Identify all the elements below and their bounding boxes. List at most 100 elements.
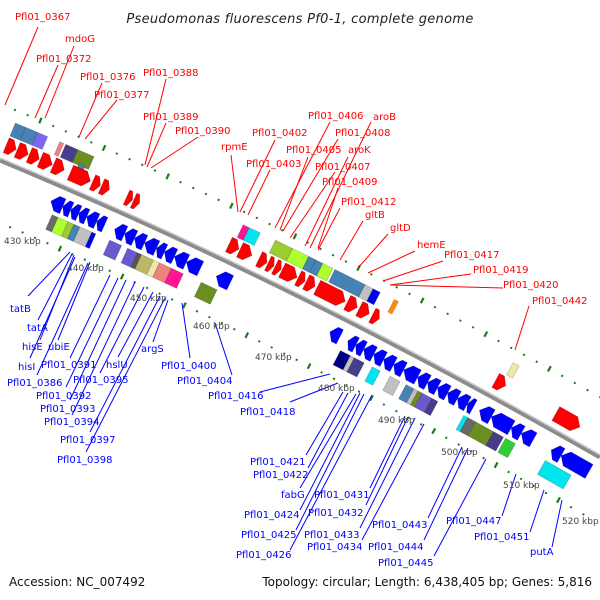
reverse-feature-box[interactable] — [497, 437, 516, 459]
reverse-gene-arrow[interactable] — [329, 326, 344, 345]
reverse-gene-arrow[interactable] — [96, 215, 109, 233]
forward-gene-arrow[interactable] — [313, 279, 346, 306]
forward-gene-arrow[interactable] — [225, 236, 240, 255]
forward-gene-arrow[interactable] — [491, 372, 506, 391]
reverse-gene-label[interactable]: Pfl01_0425 — [241, 530, 297, 541]
forward-gene-label[interactable]: Pfl01_0376 — [80, 72, 136, 83]
reverse-gene-label[interactable]: Pfl01_0393 — [40, 404, 96, 415]
forward-feature-box[interactable] — [71, 149, 95, 170]
forward-gene-label[interactable]: rpmE — [221, 142, 248, 153]
reverse-gene-arrow[interactable] — [50, 196, 67, 215]
forward-feature-box[interactable] — [31, 131, 49, 150]
reverse-feature-box[interactable] — [364, 366, 381, 386]
reverse-gene-arrow[interactable] — [417, 372, 432, 390]
reverse-gene-label[interactable]: Pfl01_0431 — [314, 490, 370, 501]
reverse-feature-box[interactable] — [84, 231, 97, 249]
forward-feature-box[interactable] — [506, 362, 520, 379]
reverse-gene-label[interactable]: Pfl01_0433 — [304, 530, 360, 541]
reverse-gene-label[interactable]: Pfl01_0391 — [41, 360, 97, 371]
forward-gene-arrow[interactable] — [236, 242, 253, 261]
reverse-gene-label[interactable]: Pfl01_0445 — [378, 558, 434, 569]
reverse-gene-arrow[interactable] — [347, 335, 360, 353]
reverse-gene-label[interactable]: Pfl01_0444 — [368, 542, 424, 553]
reverse-feature-box[interactable] — [382, 375, 401, 397]
reverse-gene-label[interactable]: Pfl01_0394 — [44, 417, 100, 428]
forward-gene-label[interactable]: Pfl01_0442 — [532, 296, 588, 307]
reverse-gene-label[interactable]: Pfl01_0418 — [240, 407, 296, 418]
reverse-gene-arrow[interactable] — [363, 344, 378, 362]
reverse-gene-arrow[interactable] — [355, 339, 368, 357]
forward-gene-label[interactable]: Pfl01_0405 — [286, 145, 342, 156]
forward-feature-box[interactable] — [316, 262, 334, 282]
reverse-gene-arrow[interactable] — [479, 406, 496, 425]
forward-gene-label[interactable]: Pfl01_0406 — [308, 111, 364, 122]
reverse-gene-label[interactable]: tatB — [10, 304, 31, 315]
reverse-gene-label[interactable]: hslU — [106, 360, 128, 371]
reverse-gene-arrow[interactable] — [174, 251, 191, 270]
forward-gene-label[interactable]: Pfl01_0403 — [246, 159, 302, 170]
reverse-gene-arrow[interactable] — [510, 423, 526, 441]
reverse-gene-arrow[interactable] — [215, 271, 235, 291]
reverse-gene-arrow[interactable] — [560, 451, 594, 479]
forward-gene-label[interactable]: Pfl01_0412 — [341, 197, 397, 208]
reverse-gene-label[interactable]: Pfl01_0395 — [73, 375, 129, 386]
forward-feature-box[interactable] — [53, 141, 65, 157]
forward-gene-arrow[interactable] — [255, 251, 268, 269]
reverse-gene-label[interactable]: Pfl01_0426 — [236, 550, 292, 561]
forward-gene-arrow[interactable] — [551, 406, 581, 432]
forward-feature-box[interactable] — [77, 162, 86, 170]
reverse-feature-box[interactable] — [164, 267, 184, 289]
reverse-gene-label[interactable]: Pfl01_0447 — [446, 516, 502, 527]
reverse-gene-label[interactable]: fabG — [281, 490, 305, 501]
reverse-feature-box[interactable] — [346, 357, 365, 378]
reverse-gene-label[interactable]: tatA — [27, 323, 48, 334]
reverse-gene-label[interactable]: Pfl01_0432 — [308, 508, 364, 519]
forward-gene-label[interactable]: Pfl01_0388 — [143, 68, 199, 79]
reverse-gene-label[interactable]: Pfl01_0404 — [177, 376, 233, 387]
forward-gene-label[interactable]: Pfl01_0377 — [94, 90, 150, 101]
forward-gene-arrow[interactable] — [122, 189, 134, 207]
forward-gene-arrow[interactable] — [343, 294, 358, 313]
reverse-gene-label[interactable]: Pfl01_0424 — [244, 510, 300, 521]
reverse-feature-box[interactable] — [102, 239, 123, 261]
reverse-gene-label[interactable]: Pfl01_0422 — [253, 470, 309, 481]
forward-gene-arrow[interactable] — [368, 307, 380, 325]
reverse-gene-label[interactable]: argS — [141, 344, 164, 355]
forward-gene-label[interactable]: aroB — [373, 112, 396, 123]
forward-gene-arrow[interactable] — [355, 301, 370, 319]
reverse-gene-label[interactable]: Pfl01_0421 — [250, 457, 306, 468]
forward-gene-label[interactable]: Pfl01_0402 — [252, 128, 308, 139]
reverse-gene-label[interactable]: hisE — [22, 342, 43, 353]
forward-gene-arrow[interactable] — [97, 178, 110, 196]
reverse-gene-arrow[interactable] — [62, 200, 75, 218]
forward-gene-arrow[interactable] — [66, 164, 91, 187]
reverse-gene-arrow[interactable] — [186, 257, 205, 277]
reverse-gene-label[interactable]: hisI — [18, 362, 35, 373]
forward-gene-label[interactable]: Pfl01_0420 — [503, 280, 559, 291]
forward-gene-arrow[interactable] — [302, 274, 316, 292]
forward-gene-label[interactable]: Pfl01_0372 — [36, 54, 92, 65]
reverse-feature-box[interactable] — [485, 431, 504, 452]
forward-gene-label[interactable]: gltB — [365, 210, 385, 221]
forward-gene-arrow[interactable] — [129, 192, 141, 210]
forward-gene-label[interactable]: mdoG — [65, 34, 95, 45]
forward-gene-label[interactable]: hemE — [417, 240, 446, 251]
forward-gene-arrow[interactable] — [294, 270, 306, 288]
forward-gene-arrow[interactable] — [271, 259, 282, 276]
reverse-gene-arrow[interactable] — [520, 429, 538, 448]
forward-gene-arrow[interactable] — [88, 174, 101, 192]
reverse-gene-arrow[interactable] — [466, 397, 478, 415]
reverse-gene-arrow[interactable] — [373, 349, 388, 367]
forward-gene-label[interactable]: Pfl01_0408 — [335, 128, 391, 139]
reverse-gene-arrow[interactable] — [437, 382, 452, 401]
reverse-feature-box[interactable] — [537, 460, 572, 490]
reverse-feature-box[interactable] — [193, 281, 218, 305]
reverse-gene-label[interactable]: Pfl01_0451 — [474, 532, 530, 543]
reverse-gene-label[interactable]: Pfl01_0434 — [307, 542, 363, 553]
reverse-gene-arrow[interactable] — [114, 223, 129, 242]
forward-feature-box[interactable] — [366, 288, 381, 306]
forward-gene-arrow[interactable] — [36, 151, 53, 170]
forward-gene-label[interactable]: aroK — [348, 145, 371, 156]
forward-gene-arrow[interactable] — [264, 255, 275, 273]
forward-feature-box[interactable] — [242, 227, 261, 246]
